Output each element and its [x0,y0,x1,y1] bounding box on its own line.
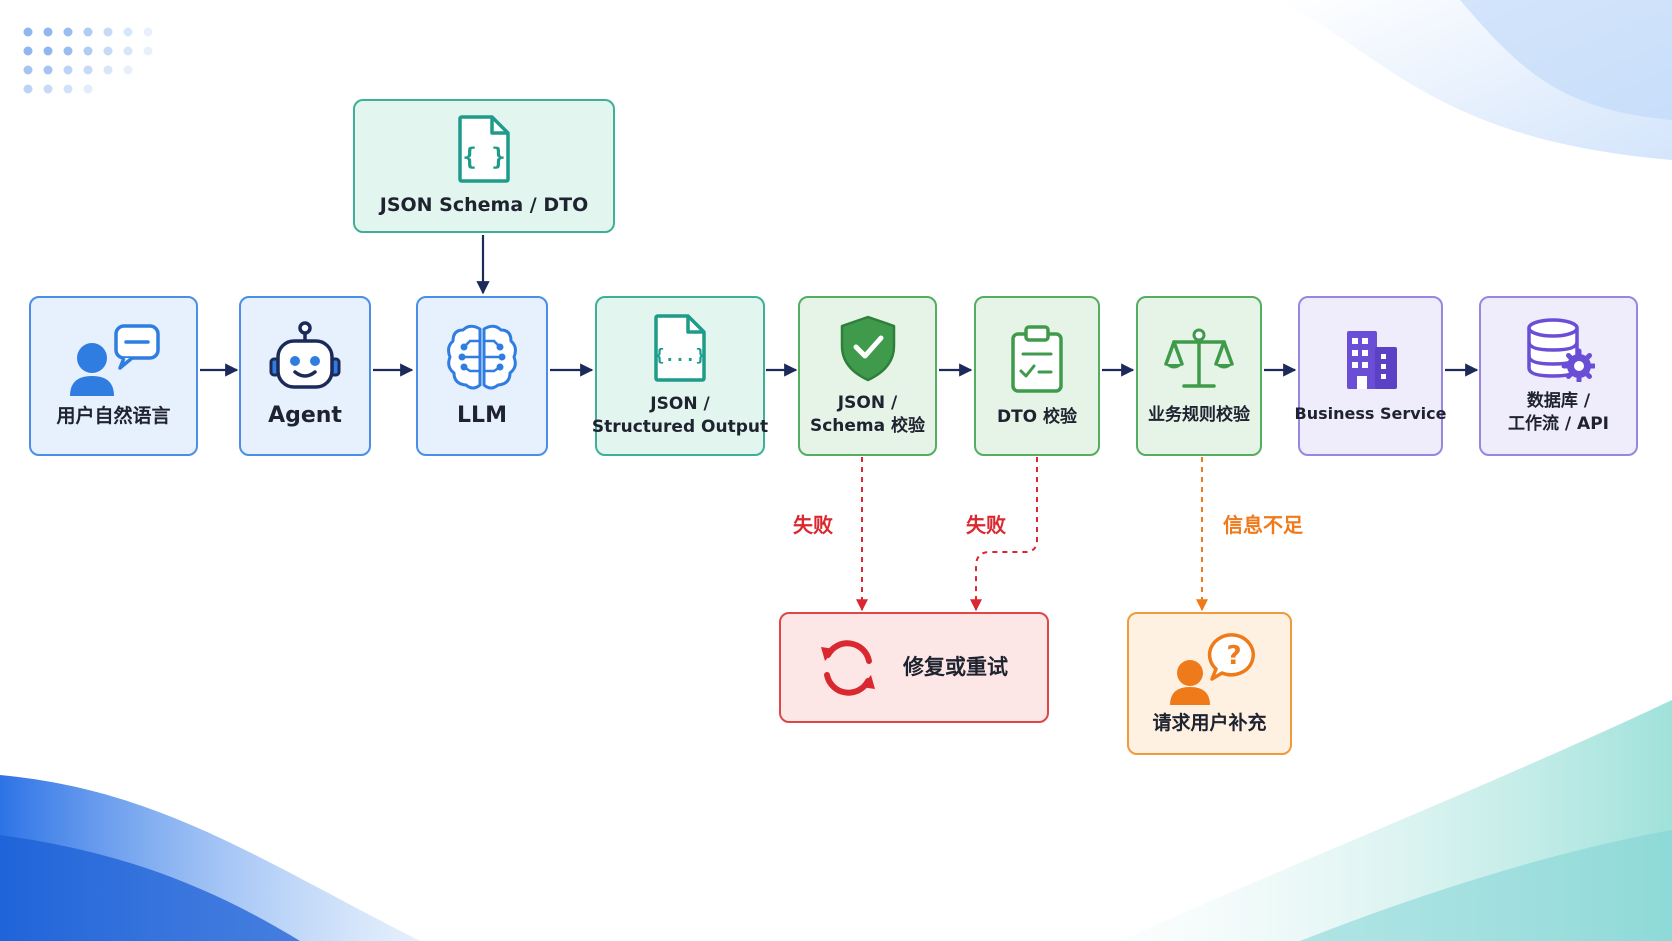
svg-text:?: ? [1226,641,1241,671]
scales-icon [1164,328,1234,388]
node-json-schema-dto: { } JSON Schema / DTO [353,99,615,233]
node-business-service: Business Service [1295,296,1446,456]
node-label-line1: 数据库 / [1526,391,1591,412]
json-file-icon: { } [458,115,510,183]
robot-icon [269,321,341,389]
shield-check-icon [840,315,895,382]
node-business-rule-check: 业务规则校验 [1136,296,1262,456]
node-dto-check: DTO 校验 [974,296,1100,456]
node-label: LLM [457,403,507,429]
node-label-line2: 工作流 / API [1508,414,1609,434]
node-database-workflow-api: 数据库 / 工作流 / API [1479,296,1638,456]
node-label: 用户自然语言 [56,405,171,428]
clipboard-check-icon [1011,324,1063,393]
node-agent: Agent [239,296,371,456]
brain-icon [447,324,517,390]
node-label-line2: Structured Output [591,417,769,437]
node-repair-or-retry: 修复或重试 [779,612,1049,723]
node-label: 修复或重试 [903,655,1008,680]
database-gear-icon [1526,318,1595,383]
svg-text:{ }: { } [462,143,505,171]
user-chat-icon [69,324,160,397]
edge-label-insufficient: 信息不足 [1223,513,1303,537]
svg-text:{...}: {...} [654,346,705,366]
node-label-line1: JSON / [837,393,898,414]
node-label-line2: Schema 校验 [809,416,926,436]
node-llm: LLM [416,296,548,456]
node-structured-output: {...} JSON / Structured Output [591,296,769,456]
node-label: 请求用户补充 [1152,711,1267,734]
node-user-natural-language: 用户自然语言 [29,296,198,456]
building-icon [1346,331,1397,390]
refresh-icon [821,639,875,696]
node-ask-user: ? 请求用户补充 [1127,612,1292,755]
user-question-icon: ? [1169,632,1255,705]
edge-label-schema-fail: 失败 [793,513,833,537]
node-label: Business Service [1294,404,1447,424]
node-label: 业务规则校验 [1148,404,1250,425]
edge-label-dto-fail: 失败 [966,513,1006,537]
json-document-icon: {...} [654,314,706,382]
node-schema-check: JSON / Schema 校验 [798,296,937,456]
node-label-line1: JSON / [650,394,710,415]
node-label: Agent [268,403,342,429]
node-label: DTO 校验 [996,406,1078,427]
node-label: JSON Schema / DTO [379,194,589,217]
